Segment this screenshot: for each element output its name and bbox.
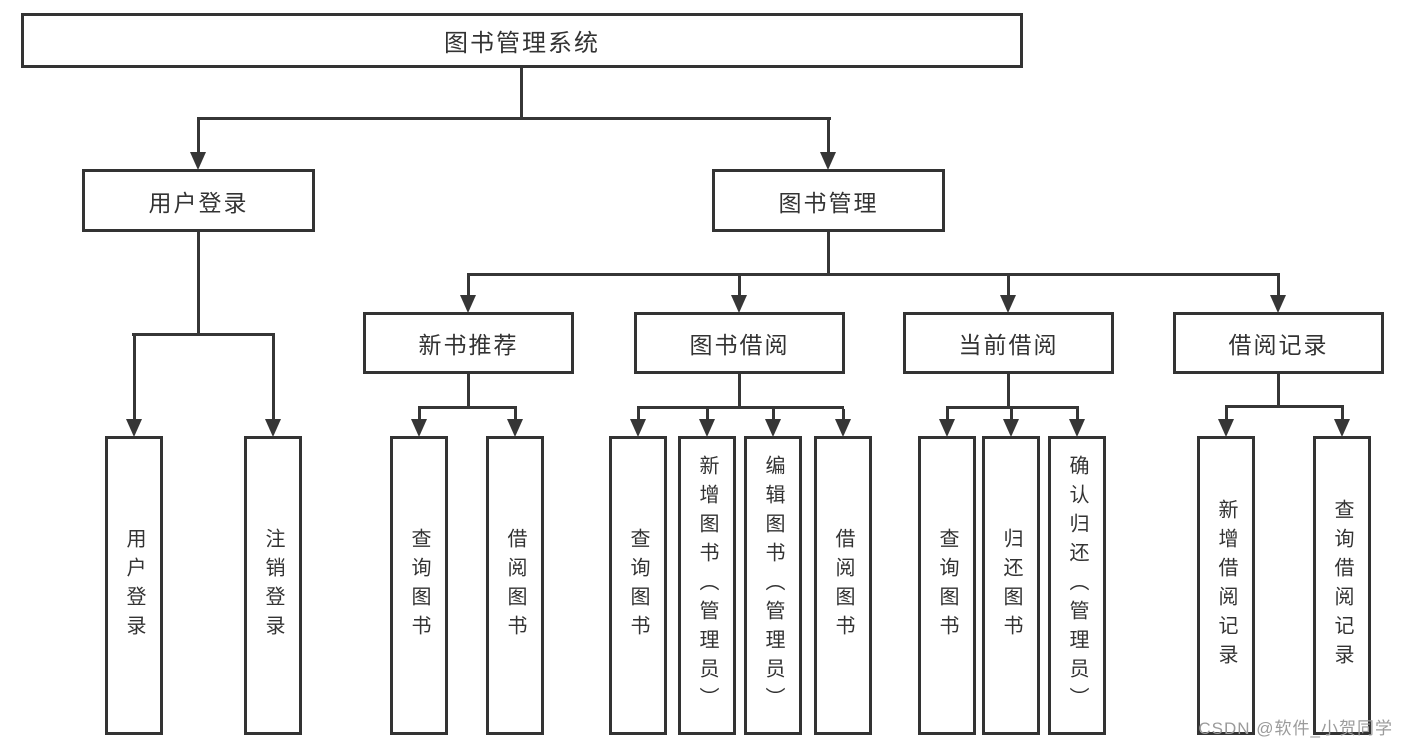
arrow-down-icon (835, 409, 851, 437)
connector-vline (827, 232, 830, 275)
node-bb-add-book-admin-label: 新增图书（管理员） (696, 455, 718, 716)
node-cb-query-book-label: 查询图书 (936, 527, 958, 644)
node-cb-confirm-return-admin: 确认归还（管理员） (1048, 436, 1106, 735)
arrow-down-icon (1000, 276, 1016, 313)
arrow-down-icon (460, 276, 476, 313)
connector-hline (467, 273, 1280, 276)
node-rec-borrow-book-label: 借阅图书 (504, 527, 526, 644)
arrow-down-icon (731, 276, 747, 313)
node-br-add-record-label: 新增借阅记录 (1215, 498, 1237, 673)
arrow-down-icon (190, 120, 206, 170)
node-user-login: 用户登录 (82, 169, 315, 232)
node-bb-query-book-label: 查询图书 (627, 527, 649, 644)
node-user-login-action: 用户登录 (105, 436, 163, 735)
node-br-query-record: 查询借阅记录 (1313, 436, 1371, 735)
node-rec-query-book: 查询图书 (390, 436, 448, 735)
node-br-query-record-label: 查询借阅记录 (1331, 498, 1353, 673)
connector-vline (738, 374, 741, 409)
connector-hline (197, 117, 831, 120)
node-user-login-action-label: 用户登录 (123, 527, 145, 644)
node-logout-action-label: 注销登录 (262, 527, 284, 644)
node-br-add-record: 新增借阅记录 (1197, 436, 1255, 735)
connector-vline (1007, 374, 1010, 409)
node-logout-action: 注销登录 (244, 436, 302, 735)
arrow-down-icon (1270, 276, 1286, 313)
arrow-down-icon (820, 120, 836, 170)
arrow-down-icon (1334, 408, 1350, 437)
arrow-down-icon (630, 409, 646, 437)
connector-hline (418, 406, 517, 409)
connector-vline (520, 68, 523, 117)
node-bb-edit-book-admin-label: 编辑图书（管理员） (762, 455, 784, 716)
arrow-down-icon (939, 409, 955, 437)
node-bb-borrow-book: 借阅图书 (814, 436, 872, 735)
node-borrow-records: 借阅记录 (1173, 312, 1384, 374)
node-bb-edit-book-admin: 编辑图书（管理员） (744, 436, 802, 735)
connector-hline (132, 333, 275, 336)
connector-vline (1277, 374, 1280, 408)
arrow-down-icon (1218, 408, 1234, 437)
arrow-down-icon (126, 336, 142, 437)
node-bb-query-book: 查询图书 (609, 436, 667, 735)
connector-vline (467, 374, 470, 409)
arrow-down-icon (1003, 409, 1019, 437)
node-new-book-recommend: 新书推荐 (363, 312, 574, 374)
node-rec-query-book-label: 查询图书 (408, 527, 430, 644)
node-book-management: 图书管理 (712, 169, 945, 232)
arrow-down-icon (699, 409, 715, 437)
connector-hline (946, 406, 1079, 409)
node-current-borrowing: 当前借阅 (903, 312, 1114, 374)
arrow-down-icon (265, 336, 281, 437)
node-cb-confirm-return-admin-label: 确认归还（管理员） (1066, 455, 1088, 716)
node-cb-return-book: 归还图书 (982, 436, 1040, 735)
csdn-watermark: CSDN @软件_小贺同学 (1198, 719, 1393, 738)
node-book-borrowing: 图书借阅 (634, 312, 845, 374)
arrow-down-icon (765, 409, 781, 437)
node-rec-borrow-book: 借阅图书 (486, 436, 544, 735)
node-bb-borrow-book-label: 借阅图书 (832, 527, 854, 644)
connector-hline (637, 406, 844, 409)
connector-hline (1225, 405, 1344, 408)
node-root-system: 图书管理系统 (21, 13, 1023, 68)
arrow-down-icon (411, 409, 427, 437)
node-cb-query-book: 查询图书 (918, 436, 976, 735)
arrow-down-icon (507, 409, 523, 437)
node-cb-return-book-label: 归还图书 (1000, 527, 1022, 644)
arrow-down-icon (1069, 409, 1085, 437)
node-bb-add-book-admin: 新增图书（管理员） (678, 436, 736, 735)
connector-vline (197, 232, 200, 335)
